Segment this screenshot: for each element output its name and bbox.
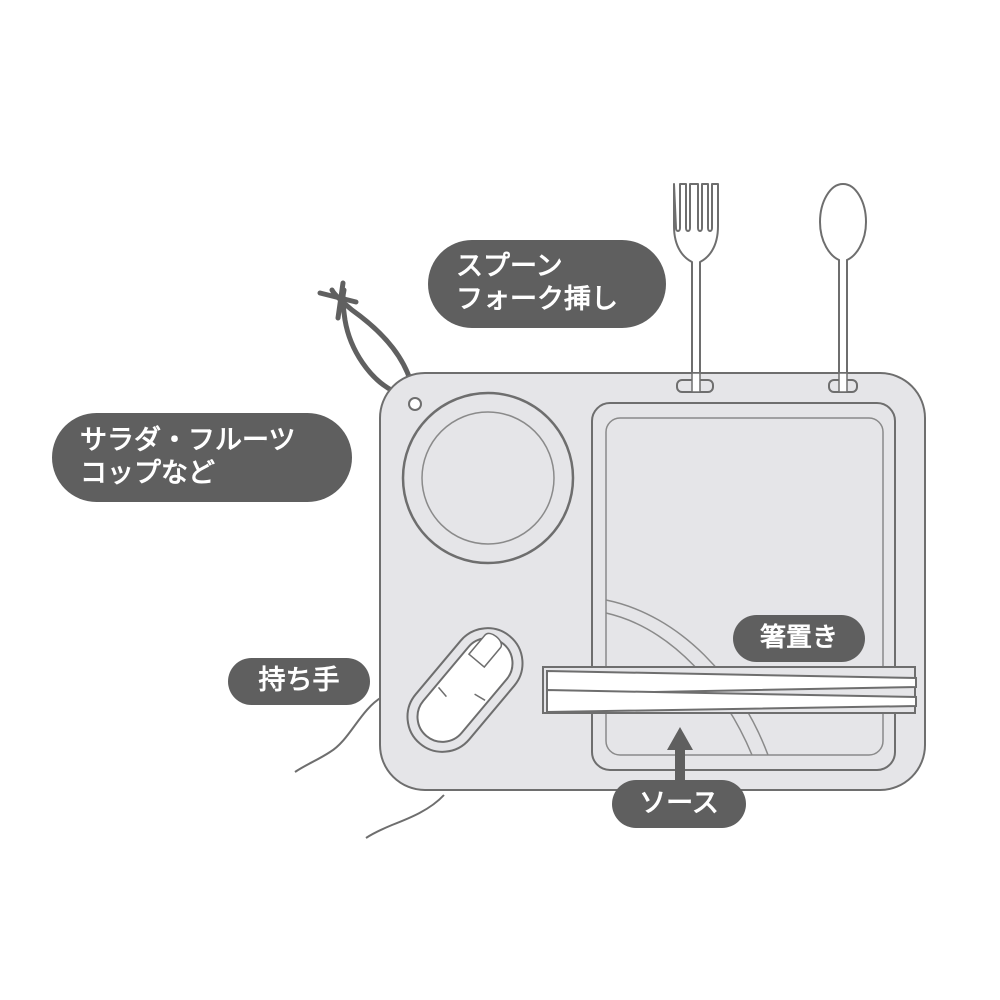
cup-well-inner	[421, 411, 555, 545]
strap-hole	[408, 397, 422, 411]
label-utensil-holder-line1: スプーン	[456, 251, 563, 283]
label-utensil-holder: スプーン フォーク挿し	[428, 240, 666, 328]
label-cup-area: サラダ・フルーツ コップなど	[52, 413, 352, 502]
arrow-up-icon	[667, 727, 693, 785]
label-sauce: ソース	[612, 780, 746, 828]
label-chopstick-rest-text: 箸置き	[759, 622, 838, 653]
hand-outline-upper	[294, 696, 383, 773]
label-sauce-text: ソース	[639, 787, 719, 819]
chopstick-upper	[546, 669, 917, 696]
fork-icon	[673, 183, 719, 387]
label-chopstick-rest: 箸置き	[733, 615, 865, 662]
label-handle-text: 持ち手	[258, 665, 340, 697]
chopstick-lower	[546, 688, 917, 714]
handle-icon	[406, 627, 524, 753]
spoon-icon	[818, 182, 868, 387]
label-utensil-holder-line2: フォーク挿し	[456, 284, 618, 315]
label-handle: 持ち手	[228, 658, 370, 705]
sauce-divider	[605, 599, 769, 756]
label-cup-area-line2: コップなど	[80, 457, 215, 489]
hand-outline-lower	[365, 794, 445, 839]
label-cup-area-line1: サラダ・フルーツ	[80, 424, 296, 456]
